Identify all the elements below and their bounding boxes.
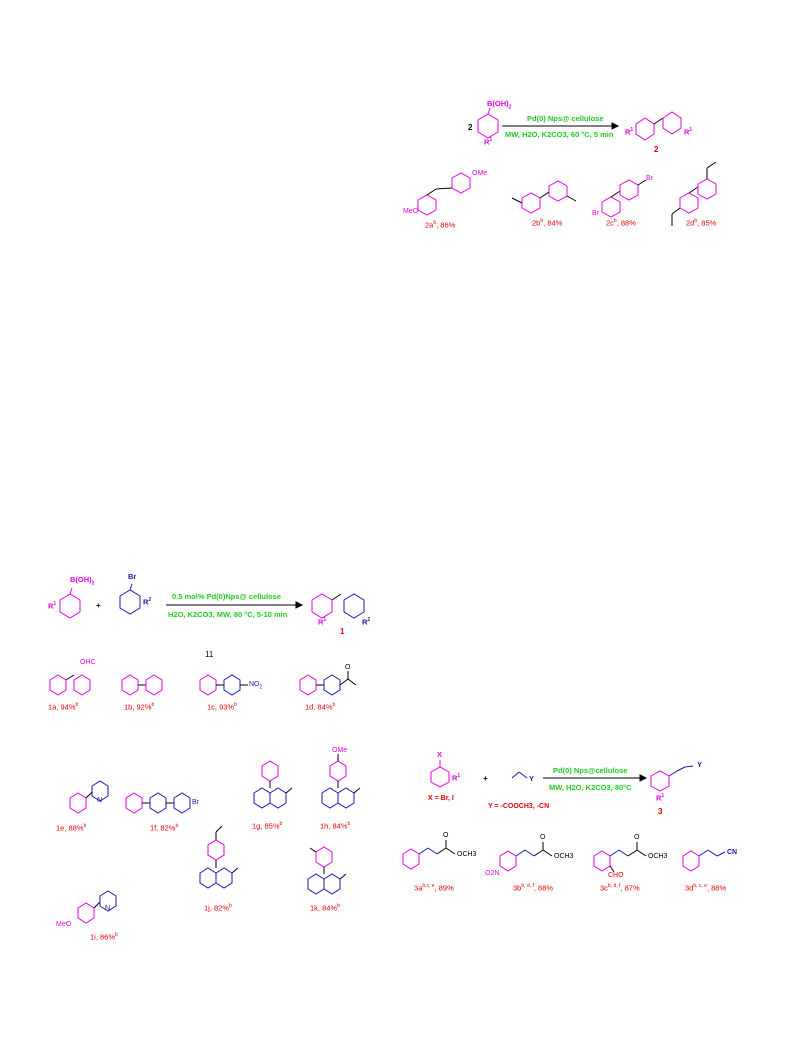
scheme1-reagent-b-r: R2: [143, 597, 152, 607]
product-label-1j: 1j, 82%b: [204, 903, 232, 913]
scheme2-2c-sub-bottom: Br: [592, 210, 599, 217]
scheme2-2c-sub-top: Br: [646, 175, 653, 182]
product-label-1e: 1e, 88%b: [56, 823, 87, 833]
product-label-3a: 3ab,c, e, 89%: [414, 883, 454, 893]
scheme2-product-r-left: R1: [625, 127, 634, 137]
scheme3-alkene-y: Y: [529, 774, 535, 783]
product-label-1b: 1b, 92%b: [124, 702, 155, 712]
scheme1-conditions-bottom: H2O, K2CO3, MW, 80 °C, 5-10 min: [168, 610, 288, 619]
sub-1f: Br: [192, 799, 199, 806]
scheme2-2a-sub-bottom: MeO: [403, 208, 419, 215]
cho-3c: CHO: [608, 872, 624, 879]
sub-3b: OCH3: [554, 853, 574, 860]
scheme1-reagent-a: B(OH)2: [70, 575, 95, 587]
sub-1c: NO2: [249, 681, 263, 691]
product-label-1g: 1g, 85%b: [252, 821, 283, 831]
scheme1-reagent-b: Br: [128, 572, 137, 581]
scheme2-product-r-right: R1: [684, 127, 693, 137]
scheme1-conditions-top: 0.5 mol% Pd(0)Nps@ cellulose: [172, 592, 282, 601]
scheme2-conditions-bottom: MW, H2O, K2CO3, 60 °C, 5 min: [505, 130, 614, 139]
product-label-1h: 1h, 84%b: [320, 821, 351, 831]
product-label-2a: 2ab, 86%: [425, 220, 456, 230]
scheme3-y-definition: Y = -COOCH3, -CN: [488, 803, 550, 810]
scheme2-reagent-r: R1: [484, 137, 493, 147]
sub-o-3b: O: [540, 834, 546, 841]
product-label-1f: 1f, 82%b: [150, 823, 179, 833]
scheme2-product-ring-right: [662, 111, 682, 135]
sub-3d: CN: [727, 849, 738, 856]
scheme2-reagent-label: B(OH)2: [487, 99, 512, 111]
scheme3-x-definition: X = Br, I: [428, 795, 454, 802]
scheme3-reagent-x: X: [437, 750, 443, 759]
no2-3b: O2N: [485, 870, 500, 877]
sub-1i: MeO: [56, 921, 72, 928]
scheme-suzuki-coupling: B(OH)2 R1 + Br R2 0.5 mol% Pd(0)Nps@ cel…: [0, 560, 400, 960]
scheme1-plus: +: [96, 601, 101, 610]
sub-3c: OCH3: [648, 853, 668, 860]
scheme3-product-y: Y: [697, 760, 703, 769]
scheme2-product-ring-left: [635, 117, 655, 141]
product-label-1c: 1c, 93%b: [207, 702, 237, 712]
scheme2-reagent-ring: [477, 113, 499, 139]
product-label-1i: 1i, 86%b: [90, 932, 118, 942]
product-label-1a: 1a, 94%b: [48, 702, 79, 712]
sub-3a: OCH3: [457, 851, 477, 858]
scheme3-structures: [402, 760, 726, 873]
scheme3-conditions-top: Pd(0) Nps@cellulose: [553, 766, 628, 775]
scheme2-2a-sub-top: OMe: [472, 170, 488, 177]
sub2-1i: N: [105, 905, 111, 912]
product-label-2d: 2db, 85%: [686, 218, 717, 228]
scheme1-product-number: 1: [340, 627, 345, 636]
scheme2-coefficient: 2: [468, 123, 473, 132]
sub-1d: O: [345, 664, 351, 671]
sub-o-3c: O: [634, 834, 640, 841]
sub-1e: N: [97, 797, 103, 804]
scheme1-reagent-a-r: R1: [48, 601, 57, 611]
product-label-1k: 1k, 84%b: [310, 903, 340, 913]
scheme3-product-number: 3: [658, 807, 663, 816]
product-label-3b: 3bb, d, f, 88%: [513, 883, 554, 893]
scheme2-product-number: 2: [654, 145, 659, 154]
scheme2-structures: [417, 107, 717, 226]
scheme1-structures: [49, 583, 365, 924]
product-label-2b: 2bb, 84%: [532, 218, 563, 228]
scheme3-reagent-r: R1: [452, 773, 461, 783]
product-label-2c: 2cb, 88%: [606, 218, 636, 228]
stray-text: 11: [205, 650, 214, 659]
scheme3-plus: +: [483, 774, 488, 783]
scheme1-product-r2: R2: [362, 617, 371, 627]
scheme1-product-r1: R1: [318, 617, 327, 627]
scheme-homocoupling: 2 B(OH)2 R1 Pd(0) Nps@ cellulose MW, H2O…: [0, 0, 793, 260]
sub-1h: OMe: [332, 747, 348, 754]
sub-1a: OHC: [80, 659, 96, 666]
product-label-1d: 1d, 84%b: [305, 702, 336, 712]
product-label-3c: 3cb, d, f, 87%: [600, 883, 640, 893]
product-label-3d: 3db, c, e, 88%: [685, 883, 727, 893]
scheme2-conditions-top: Pd(0) Nps@ cellulose: [527, 114, 604, 123]
scheme3-conditions-bottom: MW, H2O, K2CO3, 80°C: [549, 783, 632, 792]
scheme3-product-r: R1: [656, 793, 665, 803]
sub-o-3a: O: [443, 832, 449, 839]
scheme-heck-reaction: X R1 + Y X = Br, I Y = -COOCH3, -CN Pd(0…: [0, 740, 793, 920]
